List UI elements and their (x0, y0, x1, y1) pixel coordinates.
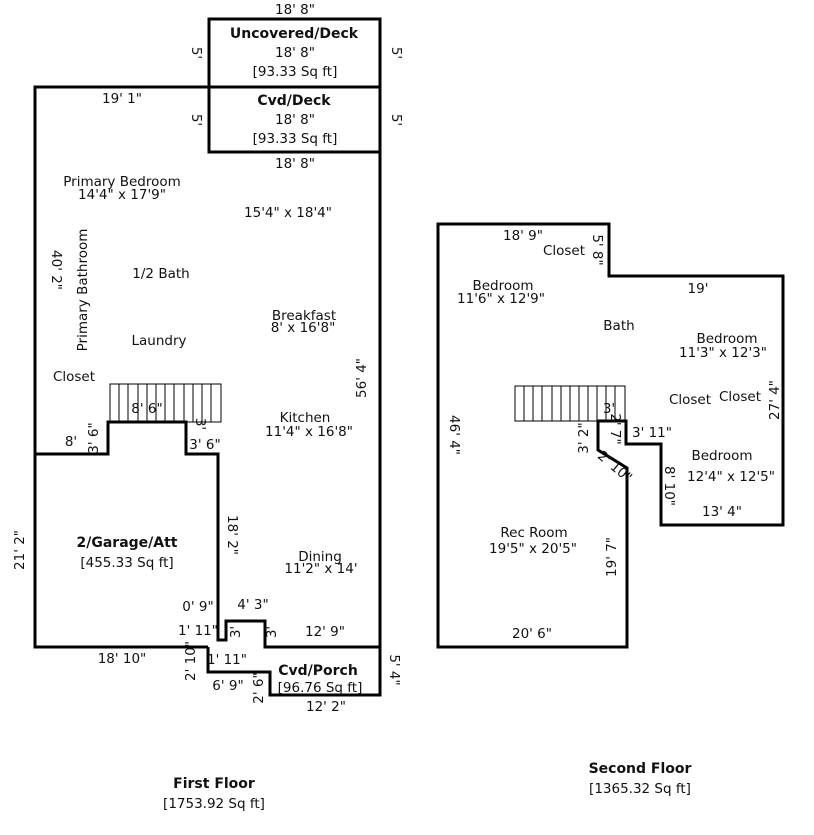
bedroom-2-dim: 11'3" x 12'3" (679, 345, 767, 361)
closet-2-label: Closet (669, 392, 711, 408)
breakfast-label: Breakfast (272, 308, 336, 324)
porch-bottom-dim: 12' 2" (306, 699, 346, 715)
half-bath-label: 1/2 Bath (132, 266, 189, 282)
cvd-deck-left-dim: 5' (188, 114, 204, 126)
dim-2-6: 2' 6" (251, 672, 267, 703)
living-dim: 15'4" x 18'4" (244, 205, 332, 221)
kitchen-label: Kitchen (280, 410, 331, 426)
kitchen-dim: 11'4" x 16'8" (265, 424, 353, 440)
dim-3: 3' (192, 418, 208, 430)
cvd-deck-dim: 18' 8" (275, 112, 315, 128)
porch-outline (206, 647, 382, 697)
right-dim: 56' 4" (354, 358, 370, 398)
dim-4-3: 4' 3" (237, 597, 268, 613)
dim-1-11-top: 1' 11" (178, 623, 218, 639)
porch-right-dim: 5' 4" (386, 654, 402, 685)
bath-label: Bath (603, 318, 634, 334)
bedroom-1-dim: 11'6" x 12'9" (457, 291, 545, 307)
dim-2-10-second: 2' 10" (594, 448, 635, 486)
closet-1-label: Closet (543, 243, 585, 259)
cvd-deck-right-dim: 5' (388, 114, 404, 126)
stairs-second (514, 385, 626, 422)
uncovered-deck-area: [93.33 Sq ft] (253, 64, 338, 80)
rec-room-label: Rec Room (500, 525, 567, 541)
porch-area: [96.76 Sq ft] (278, 680, 363, 696)
dim-3-11: 3' 11" (632, 425, 672, 441)
dim-5-8: 5' 8" (589, 234, 605, 265)
dining-dim: 11'2" x 14' (284, 561, 357, 577)
porch-label: Cvd/Porch (278, 663, 358, 679)
dim-18-2: 18' 2" (224, 515, 240, 555)
dim-6-9: 6' 9" (212, 678, 243, 694)
dim-2-7: 2' 7" (607, 413, 623, 444)
breakfast-dim: 8' x 16'8" (271, 320, 336, 336)
second-top-dim: 18' 9" (503, 228, 543, 244)
dim-3-6-left: 3' 6" (86, 422, 102, 453)
second-left-dim: 46' 4" (446, 415, 462, 455)
primary-bedroom-label: Primary Bedroom (63, 174, 181, 190)
first-floor-title: First Floor (173, 776, 255, 792)
bedroom-2-label: Bedroom (696, 331, 757, 347)
dim-3-second: 3' (603, 401, 615, 417)
dining-label: Dining (298, 549, 342, 565)
second-floor-walls (436, 222, 785, 649)
dim-0-9: 0' 9" (182, 599, 213, 615)
cvd-deck-bottom-dim: 18' 8" (275, 156, 315, 172)
dim-3-b: 3' (228, 626, 244, 638)
garage-label: 2/Garage/Att (77, 535, 178, 551)
dim-3-c: 3' (264, 626, 280, 638)
dim-8-10: 8' 10" (661, 466, 677, 506)
second-floor-plan: 18' 9" Closet 5' 8" 19' Bedroom 11'6" x … (436, 222, 785, 797)
garage-area: [455.33 Sq ft] (80, 555, 173, 571)
first-floor-plan: 18' 8" Uncovered/Deck 18' 8" [93.33 Sq f… (12, 2, 404, 812)
dim-8: 8' (65, 434, 77, 450)
top-dim: 19' 1" (102, 91, 142, 107)
closet-label: Closet (53, 369, 95, 385)
garage-left-dim: 21' 2" (12, 530, 28, 570)
deck-top-dim: 18' 8" (275, 2, 315, 18)
second-right-dim: 27' 4" (767, 380, 783, 420)
cvd-deck-area: [93.33 Sq ft] (253, 131, 338, 147)
stairs-first (109, 383, 222, 423)
dim-2-10: 2' 10" (183, 641, 199, 681)
dim-19-7: 19' 7" (604, 537, 620, 577)
uncovered-deck-right-dim: 5' (388, 47, 404, 59)
uncovered-deck-left-dim: 5' (188, 47, 204, 59)
primary-bathroom-label: Primary Bathroom (75, 229, 91, 352)
dim-3-6-right: 3' 6" (189, 437, 220, 453)
first-floor-area: [1753.92 Sq ft] (163, 796, 265, 812)
garage-bottom-dim: 18' 10" (98, 651, 147, 667)
uncovered-deck-dim: 18' 8" (275, 45, 315, 61)
bedroom-3-label: Bedroom (691, 448, 752, 464)
stair-dim: 8' 6" (131, 401, 162, 417)
bedroom-1-label: Bedroom (472, 278, 533, 294)
second-bottom-dim: 20' 6" (512, 626, 552, 642)
bedroom-3-dim: 12'4" x 12'5" (687, 469, 775, 485)
dim-13-4: 13' 4" (702, 504, 742, 520)
rec-room-dim: 19'5" x 20'5" (489, 541, 577, 557)
left-dim: 40' 2" (48, 250, 64, 290)
cvd-deck-label: Cvd/Deck (257, 93, 331, 109)
second-floor-area: [1365.32 Sq ft] (589, 781, 691, 797)
primary-bedroom-dim: 14'4" x 17'9" (78, 187, 166, 203)
closet-3-label: Closet (719, 389, 761, 405)
dim-1-11-bottom: 1' 11" (207, 652, 247, 668)
laundry-label: Laundry (131, 333, 186, 349)
dim-3-2: 3' 2" (576, 422, 592, 453)
second-floor-title: Second Floor (589, 761, 692, 777)
first-floor-walls (33, 85, 382, 649)
dim-19: 19' (688, 281, 709, 297)
dim-12-9: 12' 9" (305, 624, 345, 640)
uncovered-deck-label: Uncovered/Deck (230, 26, 359, 42)
